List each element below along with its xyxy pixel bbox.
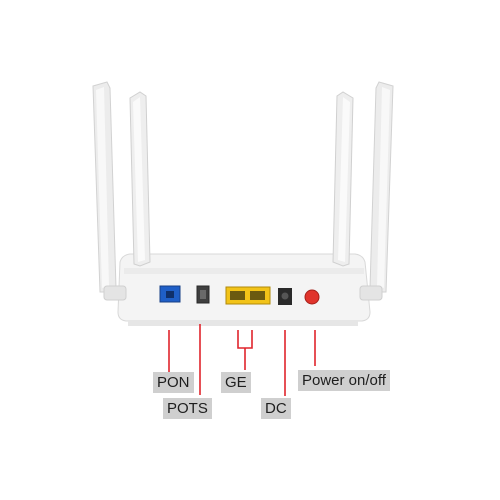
label-power: Power on/off — [298, 370, 390, 391]
label-pon: PON — [153, 372, 194, 393]
antenna-hinge-left — [103, 285, 127, 301]
ge-ports — [225, 286, 271, 305]
antenna-left-outer — [92, 81, 117, 293]
power-button — [304, 289, 320, 305]
label-dc: DC — [261, 398, 291, 419]
pots-port — [196, 285, 210, 304]
pon-port — [159, 285, 181, 303]
antenna-left-inner — [129, 91, 151, 267]
antenna-right-inner — [332, 91, 354, 267]
callout-ge — [237, 330, 253, 370]
antenna-hinge-right — [359, 285, 383, 301]
dc-jack — [278, 288, 292, 305]
label-ge: GE — [221, 372, 251, 393]
label-pots: POTS — [163, 398, 212, 419]
callout-lines — [168, 324, 316, 396]
antenna-right-outer — [369, 81, 394, 293]
